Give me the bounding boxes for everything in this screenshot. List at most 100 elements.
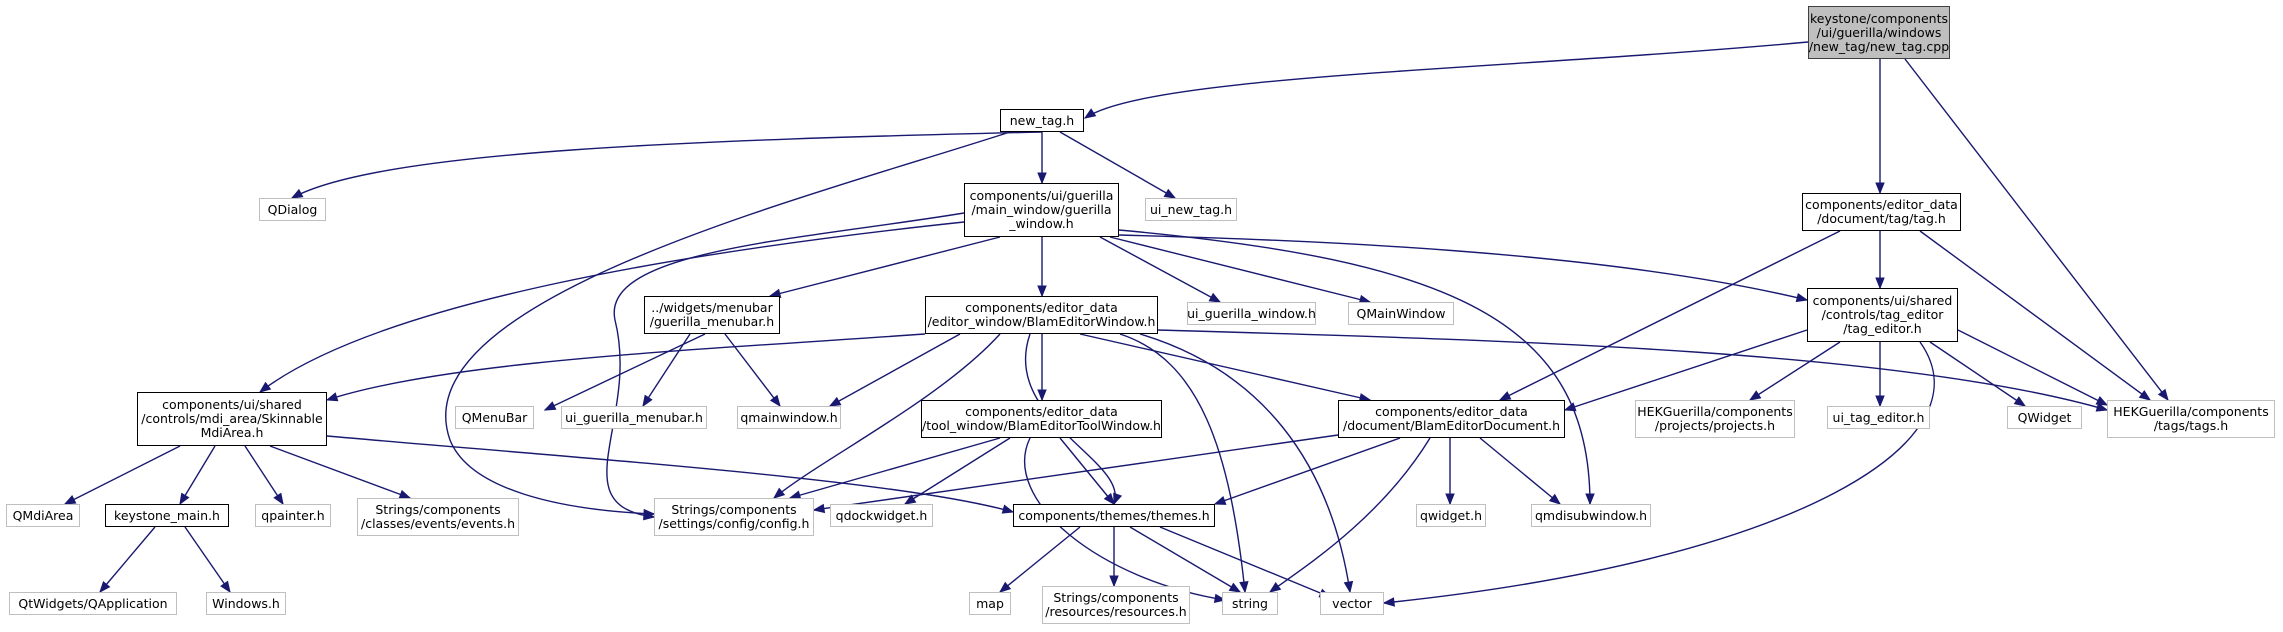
- dependency-edge: [544, 333, 706, 411]
- node-qmdiarea: QMdiArea: [6, 504, 80, 527]
- edge-arrowhead: [273, 492, 284, 506]
- node-tag-editor-h[interactable]: components/ui/shared /controls/tag_edito…: [1807, 288, 1958, 342]
- node-qdialog: QDialog: [259, 198, 326, 221]
- node-config-h: Strings/components /settings/config/conf…: [654, 498, 814, 536]
- edge-arrowhead: [1343, 580, 1354, 594]
- node-qmenubar: QMenuBar: [455, 406, 534, 429]
- node-guerilla-window-h[interactable]: components/ui/guerilla /main_window/guer…: [964, 183, 1119, 237]
- dependency-edge: [1157, 329, 2108, 411]
- node-qwidget-h: qwidget.h: [1416, 504, 1486, 527]
- edge-arrowhead: [1268, 582, 1282, 593]
- edge-arrowhead: [1103, 492, 1115, 506]
- dependency-edge: [64, 445, 181, 505]
- edge-arrowhead: [2095, 402, 2109, 412]
- node-blam-editor-window-h[interactable]: components/editor_data /editor_window/Bl…: [925, 296, 1158, 334]
- edge-arrowhead: [1748, 390, 1762, 401]
- node-resources-h: Strings/components /resources/resources.…: [1042, 586, 1190, 624]
- dependency-edge: [773, 333, 1001, 499]
- dependency-edge: [999, 526, 1081, 593]
- node-ui-tag-editor-h: ui_tag_editor.h: [1827, 406, 1930, 429]
- dependency-edge: [904, 437, 1011, 505]
- dependency-edge: [1109, 236, 1371, 303]
- node-qmainwindow-cap: QMainWindow: [1348, 302, 1454, 325]
- edge-arrowhead: [642, 394, 653, 408]
- dependency-edge: [291, 131, 1043, 199]
- dependency-edge: [1269, 437, 1431, 593]
- node-string: string: [1222, 592, 1278, 615]
- dependency-edge: [1749, 341, 1841, 401]
- node-projects-h: HEKGuerilla/components /projects/project…: [1635, 400, 1795, 438]
- node-keystone-main-h[interactable]: keystone_main.h: [105, 504, 229, 527]
- node-blam-editor-document-h[interactable]: components/editor_data /document/BlamEdi…: [1338, 400, 1565, 438]
- edge-arrowhead: [179, 492, 190, 506]
- node-ui-guerilla-menubar-h: ui_guerilla_menubar.h: [561, 406, 707, 429]
- dependency-edge: [829, 333, 961, 407]
- edge-arrowhead: [1163, 188, 1177, 199]
- edge-arrowhead: [1795, 292, 1809, 303]
- dependency-edge: [813, 434, 1339, 511]
- dependency-edge: [1904, 58, 2169, 401]
- dependency-edge: [1159, 526, 1331, 598]
- node-qapplication: QtWidgets/QApplication: [9, 592, 177, 615]
- edge-arrowhead: [1001, 504, 1015, 514]
- dependency-edge: [244, 445, 284, 505]
- edge-arrowhead: [63, 495, 77, 505]
- edge-arrowhead: [1083, 108, 1097, 119]
- edge-arrowhead: [325, 392, 339, 402]
- edge-arrowhead: [2013, 396, 2027, 407]
- dependency-edge: [1383, 341, 1935, 604]
- dependency-edge: [724, 333, 781, 407]
- edge-arrowhead: [812, 503, 826, 514]
- edge-arrowhead: [1548, 493, 1562, 505]
- edge-arrowhead: [1239, 581, 1249, 594]
- dependency-edge: [769, 236, 1001, 297]
- edge-arrowhead: [828, 396, 842, 407]
- dependency-edge: [606, 212, 965, 518]
- dependency-edge: [326, 435, 1014, 513]
- dependency-edge: [789, 437, 1001, 499]
- edge-arrowhead: [2157, 388, 2169, 402]
- edge-arrowhead: [1585, 493, 1595, 506]
- dependency-edge: [1119, 333, 1246, 593]
- edge-arrowhead: [1208, 292, 1222, 303]
- edge-arrowhead: [769, 394, 781, 408]
- node-skinnable-mdi-area-h[interactable]: components/ui/shared /controls/mdi_area/…: [137, 392, 327, 446]
- edge-arrowhead: [1445, 493, 1455, 506]
- dependency-edge: [642, 333, 691, 407]
- edge-arrowhead: [643, 511, 656, 521]
- edge-arrowhead: [1382, 597, 1395, 607]
- dependency-edge: [1118, 234, 1808, 301]
- edge-arrowhead: [1109, 575, 1119, 588]
- edge-arrowhead: [2095, 396, 2109, 406]
- dependency-edge: [1919, 230, 2151, 401]
- edge-arrowhead: [1498, 391, 1512, 401]
- node-ui-guerilla-window-h: ui_guerilla_window.h: [1187, 302, 1316, 325]
- node-qwidget-cap: QWidget: [2007, 406, 2082, 429]
- node-events-h: Strings/components /classes/events/event…: [357, 498, 519, 536]
- edge-arrowhead: [220, 580, 231, 594]
- edge-arrowhead: [1037, 285, 1047, 298]
- edge-arrowhead: [1563, 402, 1577, 412]
- node-tag-h[interactable]: components/editor_data /document/tag/tag…: [1802, 193, 1961, 231]
- edge-arrowhead: [772, 487, 786, 499]
- dependency-edge: [99, 526, 156, 593]
- dependency-edge: [269, 445, 411, 499]
- edge-arrowhead: [1037, 389, 1047, 402]
- dependency-edge: [184, 526, 231, 593]
- edge-arrowhead: [1228, 582, 1242, 593]
- node-map: map: [969, 592, 1011, 615]
- dependency-edge: [1479, 437, 1561, 505]
- edge-arrowhead: [2138, 390, 2152, 401]
- dependency-edge: [1129, 526, 1241, 593]
- node-blam-editor-tool-window-h[interactable]: components/editor_data /tool_window/Blam…: [921, 400, 1162, 438]
- edge-arrowhead: [1875, 277, 1885, 290]
- dependency-edge: [326, 333, 926, 401]
- dependency-edge: [1139, 333, 1351, 593]
- node-qdockwidget-h: qdockwidget.h: [830, 504, 933, 527]
- edge-arrowhead: [1213, 496, 1227, 505]
- node-guerilla-menubar-h[interactable]: ../widgets/menubar /guerilla_menubar.h: [644, 296, 780, 334]
- node-ui-new-tag-h: ui_new_tag.h: [1145, 198, 1237, 221]
- node-new-tag-h[interactable]: new_tag.h: [1000, 109, 1084, 132]
- node-themes-h[interactable]: components/themes/themes.h: [1013, 504, 1215, 527]
